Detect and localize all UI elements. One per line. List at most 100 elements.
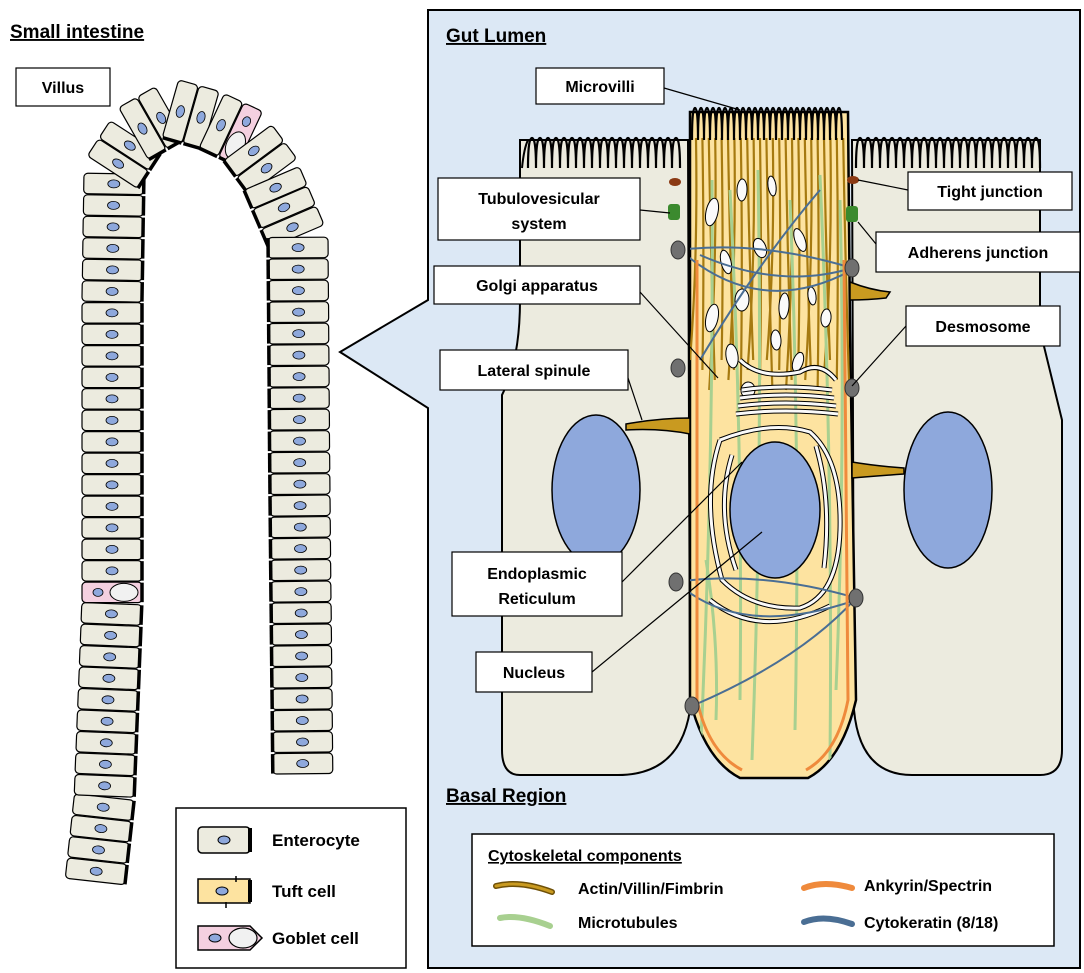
cytoskeletal-legend: Cytoskeletal components Actin/Villin/Fim… bbox=[472, 834, 1054, 946]
legend-cytokeratin-label: Cytokeratin (8/18) bbox=[864, 915, 998, 932]
villus-cell-enterocyte bbox=[82, 496, 142, 517]
legend-tuft-label: Tuft cell bbox=[272, 882, 336, 901]
legend-goblet-label: Goblet cell bbox=[272, 929, 359, 948]
svg-text:Villus: Villus bbox=[42, 80, 84, 97]
villus-cell-enterocyte bbox=[272, 710, 332, 731]
villus-cell-enterocyte bbox=[82, 453, 142, 474]
lateral-spinule-label: Lateral spinule bbox=[440, 350, 628, 390]
villus-cell-enterocyte bbox=[270, 517, 330, 538]
villus-cell-enterocyte bbox=[76, 731, 137, 754]
villus-cell-enterocyte bbox=[269, 345, 329, 366]
villus-cell-enterocyte bbox=[272, 731, 332, 752]
villus-cell-enterocyte bbox=[79, 645, 140, 668]
small-intestine-title: Small intestine bbox=[10, 22, 144, 43]
microvilli-label: Microvilli bbox=[536, 68, 664, 104]
adherens-junction-label: Adherens junction bbox=[876, 232, 1080, 272]
legend-microtubule-label: Microtubules bbox=[578, 915, 678, 932]
villus-cell-enterocyte bbox=[82, 259, 142, 280]
desmosome-marker bbox=[845, 259, 859, 277]
legend-enterocyte-label: Enterocyte bbox=[272, 831, 360, 850]
villus-cell-enterocyte bbox=[272, 667, 332, 688]
adherens-junction-marker bbox=[668, 204, 680, 220]
desmosome-marker bbox=[671, 241, 685, 259]
villus-cell-enterocyte bbox=[82, 324, 142, 345]
villus-cell-enterocyte bbox=[270, 474, 330, 495]
legend-enterocyte-icon bbox=[198, 827, 250, 853]
villus-cell-enterocyte bbox=[83, 216, 143, 237]
desmosome-marker bbox=[849, 589, 863, 607]
cytoskeletal-legend-title: Cytoskeletal components bbox=[488, 848, 682, 865]
cell-type-legend: Enterocyte Tuft cell Goblet cell bbox=[176, 808, 406, 968]
villus-cell-goblet bbox=[82, 582, 142, 603]
villus bbox=[65, 80, 333, 885]
tubulovesicular-label: Tubulovesicular system bbox=[438, 178, 640, 240]
villus-cell-enterocyte bbox=[78, 688, 139, 711]
gut-lumen-title: Gut Lumen bbox=[446, 26, 546, 47]
svg-text:Desmosome: Desmosome bbox=[935, 319, 1030, 336]
villus-cell-enterocyte bbox=[271, 645, 331, 666]
villus-cell-enterocyte bbox=[82, 410, 142, 431]
villus-cell-enterocyte bbox=[269, 388, 329, 409]
villus-cell-enterocyte bbox=[271, 560, 331, 581]
svg-text:Tight junction: Tight junction bbox=[937, 184, 1042, 201]
villus-cell-enterocyte bbox=[74, 774, 135, 797]
villus-cell-enterocyte bbox=[271, 624, 331, 645]
svg-text:Reticulum: Reticulum bbox=[498, 591, 575, 608]
villus-cell-enterocyte bbox=[81, 602, 142, 625]
villus-cell-enterocyte bbox=[83, 238, 143, 259]
villus-cell-enterocyte bbox=[79, 667, 140, 690]
villus-cell-enterocyte bbox=[271, 581, 331, 602]
svg-text:Adherens junction: Adherens junction bbox=[908, 245, 1048, 262]
villus-cell-enterocyte bbox=[273, 753, 333, 774]
villus-cell-enterocyte bbox=[268, 280, 328, 301]
villus-cell-enterocyte bbox=[82, 346, 142, 367]
villus-cell-enterocyte bbox=[82, 518, 142, 539]
villus-cell-enterocyte bbox=[270, 495, 330, 516]
svg-text:Nucleus: Nucleus bbox=[503, 665, 565, 682]
villus-cell-enterocyte bbox=[269, 366, 329, 387]
villus-cell-enterocyte bbox=[82, 389, 142, 410]
tight-junction-label: Tight junction bbox=[908, 172, 1072, 210]
svg-text:Microvilli: Microvilli bbox=[565, 79, 634, 96]
villus-cell-enterocyte bbox=[270, 538, 330, 559]
desmosome-marker bbox=[671, 359, 685, 377]
villus-cell-enterocyte bbox=[269, 431, 329, 452]
left-enterocyte-nucleus bbox=[552, 415, 640, 565]
villus-cell-enterocyte bbox=[80, 624, 141, 647]
villus-cell-enterocyte bbox=[82, 367, 142, 388]
legend-goblet-icon bbox=[198, 926, 262, 950]
svg-text:Golgi apparatus: Golgi apparatus bbox=[476, 278, 598, 295]
villus-cell-enterocyte bbox=[272, 688, 332, 709]
villus-cell-enterocyte bbox=[82, 561, 142, 582]
er-label: Endoplasmic Reticulum bbox=[452, 552, 622, 616]
villus-cell-enterocyte bbox=[269, 409, 329, 430]
villus-label: Villus bbox=[16, 68, 110, 106]
villus-cell-enterocyte bbox=[83, 195, 143, 216]
right-enterocyte-nucleus bbox=[904, 412, 992, 568]
legend-actin-label: Actin/Villin/Fimbrin bbox=[578, 881, 724, 898]
desmosome-marker bbox=[685, 697, 699, 715]
desmosome-label: Desmosome bbox=[906, 306, 1060, 346]
tight-junction-marker bbox=[847, 176, 859, 184]
golgi-label: Golgi apparatus bbox=[434, 266, 640, 304]
svg-text:Lateral spinule: Lateral spinule bbox=[478, 363, 591, 380]
villus-cell-enterocyte bbox=[82, 303, 142, 324]
svg-text:Tubulovesicular: Tubulovesicular bbox=[478, 191, 600, 208]
nucleus-label: Nucleus bbox=[476, 652, 592, 692]
villus-cell-enterocyte bbox=[270, 452, 330, 473]
basal-region-title: Basal Region bbox=[446, 786, 566, 807]
tuft-nucleus bbox=[730, 442, 820, 578]
desmosome-marker bbox=[845, 379, 859, 397]
villus-cell-enterocyte bbox=[82, 432, 142, 453]
villus-cell-enterocyte bbox=[271, 602, 331, 623]
tight-junction-marker bbox=[669, 178, 681, 186]
villus-cell-enterocyte bbox=[269, 302, 329, 323]
villus-cell-enterocyte bbox=[75, 753, 136, 776]
adherens-junction-marker bbox=[846, 206, 858, 222]
villus-cell-enterocyte bbox=[82, 281, 142, 302]
villus-cell-enterocyte bbox=[269, 323, 329, 344]
desmosome-marker bbox=[669, 573, 683, 591]
villus-cell-enterocyte bbox=[82, 475, 142, 496]
